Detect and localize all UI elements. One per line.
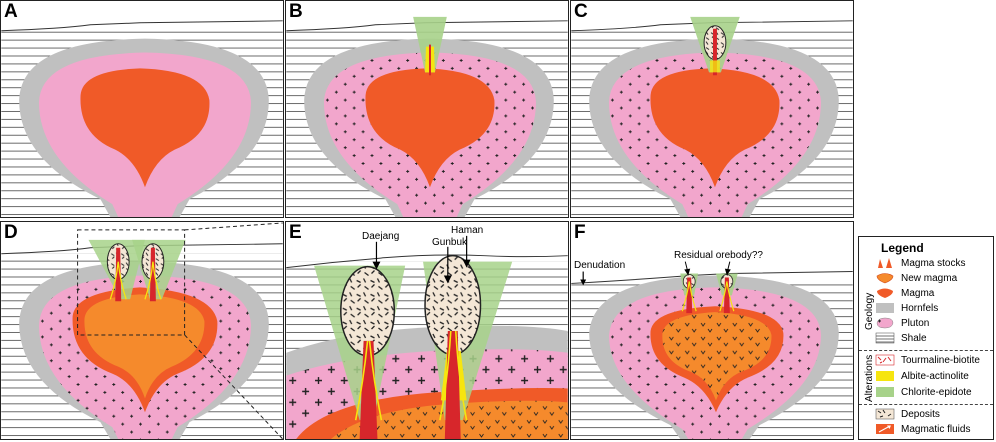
legend-label: Deposits [901,409,940,420]
legend-label: Magmatic fluids [901,424,971,435]
panel-label: B [289,1,303,22]
panel-d-diagram [1,222,283,439]
panel-f-diagram [571,261,853,439]
gunbuk-label: Gunbuk [432,237,468,248]
legend-label: Chlorite-epidote [901,387,972,398]
chlorite-epidote-icon [876,387,894,397]
daejang-label: Daejang [362,231,400,242]
albite-actinolite-icon [876,371,894,381]
legend-divider [859,350,993,351]
legend-label: Albite-actinolite [901,371,969,382]
magmatic-fluids-icon [876,424,894,434]
legend-label: Pluton [901,318,930,329]
panel-e-diagram [286,235,568,439]
legend-label: New magma [901,273,958,284]
panel-d: D [0,221,284,440]
legend-item-chlorite-epidote: Chlorite-epidote [876,387,972,399]
panel-label: C [574,1,588,22]
legend-item-deposits: Deposits [875,408,940,421]
legend-item-shale: Shale [875,332,927,345]
legend-item-magma-stocks: Magma stocks [878,258,966,270]
panel-label: F [574,222,586,243]
legend-label: Tourmaline-biotite [901,355,980,366]
shale-icon [875,332,895,344]
magma-stocks-icon [878,258,892,268]
hornfels-icon [876,303,894,313]
panel-label: E [289,222,302,243]
legend-item-hornfels: Hornfels [876,303,939,315]
panel-b-diagram [286,16,568,217]
legend-item-new-magma: New magma [876,273,958,285]
tourmaline-biotite-icon [875,354,895,366]
magma-icon [877,288,893,298]
legend-item-albite-actinolite: Albite-actinolite [876,371,969,383]
panel-label: D [4,222,18,243]
panel-c-diagram [571,16,853,217]
deposits-icon [875,408,895,420]
panel-a-diagram [1,20,283,217]
legend-item-pluton: Pluton [876,317,930,330]
residual-orebody-label: Residual orebody?? [674,250,763,261]
legend: Legend Geology Magma stocks New magma Ma… [858,236,994,440]
panel-label: A [4,1,18,22]
pluton-icon [876,317,894,329]
legend-label: Magma stocks [901,258,966,269]
legend-title: Legend [881,241,924,255]
panel-f: F Denudation Residual orebody?? [570,221,854,440]
panel-e: E Daejang Gunbuk Haman [285,221,569,440]
legend-label: Shale [901,333,927,344]
new-magma-icon [876,273,894,284]
legend-item-magma: Magma [877,288,935,300]
panel-c: C [570,0,854,218]
legend-item-tourmaline-biotite: Tourmaline-biotite [875,354,980,367]
legend-label: Hornfels [901,303,939,314]
haman-label: Haman [451,225,484,236]
legend-item-magmatic-fluids: Magmatic fluids [876,424,971,436]
legend-divider [859,404,993,405]
panel-b: B [285,0,569,218]
denudation-label: Denudation [574,260,626,271]
panel-a: A [0,0,284,218]
legend-label: Magma [901,288,935,299]
